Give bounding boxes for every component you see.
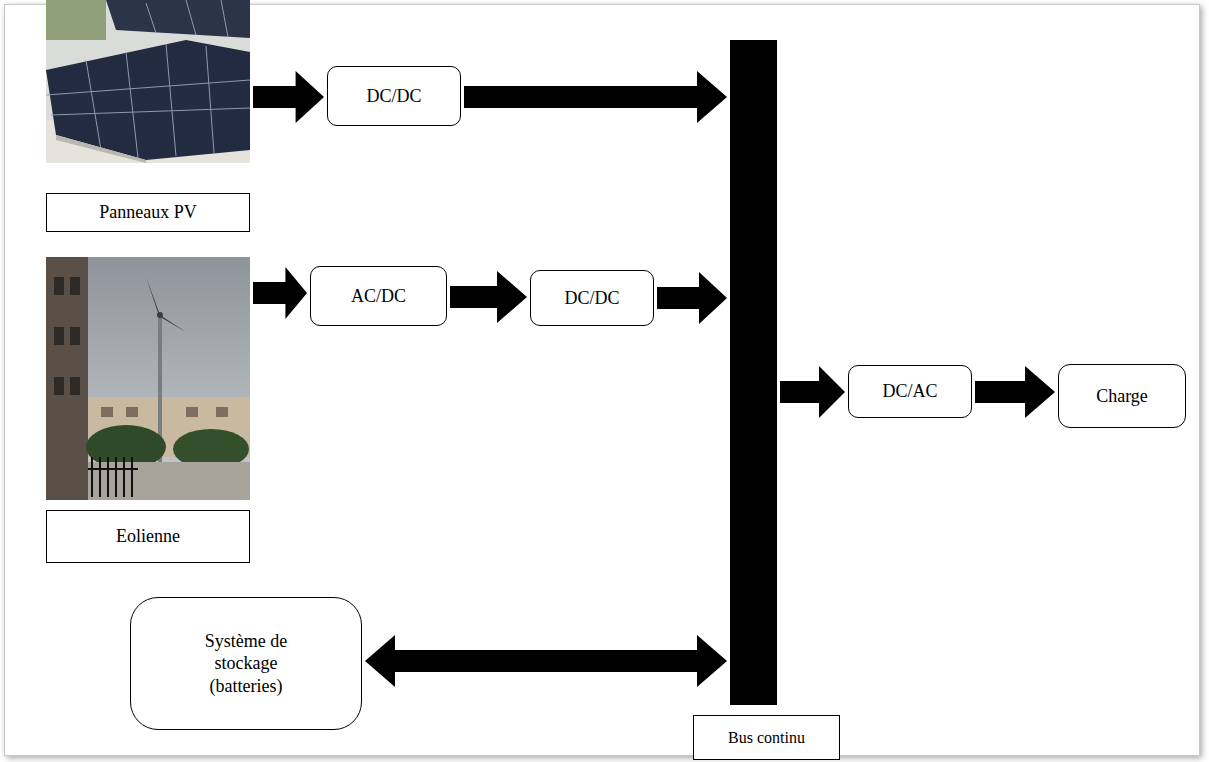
bus-label: Bus continu <box>728 728 805 748</box>
box-label: DC/DC <box>564 287 619 310</box>
box-label: DC/DC <box>366 85 421 108</box>
block-arrow <box>780 366 845 418</box>
block-arrow <box>253 71 324 123</box>
box-label: AC/DC <box>351 285 406 308</box>
converter-box: Système de stockage (batteries) <box>130 597 362 730</box>
dc-bus-bar: Bus continu <box>730 40 777 705</box>
block-arrow <box>464 71 727 123</box>
block-arrow <box>450 271 527 323</box>
converter-box: Charge <box>1058 364 1186 428</box>
box-label: Système de stockage (batteries) <box>181 630 311 698</box>
converter-box: DC/DC <box>530 270 654 326</box>
converter-box: DC/AC <box>848 365 972 418</box>
wind-turbine-photo <box>46 257 250 500</box>
source-block: Eolienne <box>46 257 250 563</box>
converter-box: AC/DC <box>310 266 447 326</box>
source-label: Eolienne <box>116 525 180 548</box>
pv-photo <box>46 0 250 163</box>
block-arrow <box>975 366 1055 418</box>
source-block: Panneaux PV <box>46 0 250 232</box>
block-arrow <box>657 272 727 324</box>
box-label: DC/AC <box>882 380 937 403</box>
converter-box: DC/DC <box>327 66 461 126</box>
source-label: Panneaux PV <box>99 201 197 224</box>
block-arrow <box>365 635 727 687</box>
caption-box: Eolienne <box>46 510 250 563</box>
bus-label-box: Bus continu <box>693 715 840 760</box>
box-label: Charge <box>1096 385 1148 408</box>
block-arrow <box>253 267 307 319</box>
caption-box: Panneaux PV <box>46 193 250 232</box>
